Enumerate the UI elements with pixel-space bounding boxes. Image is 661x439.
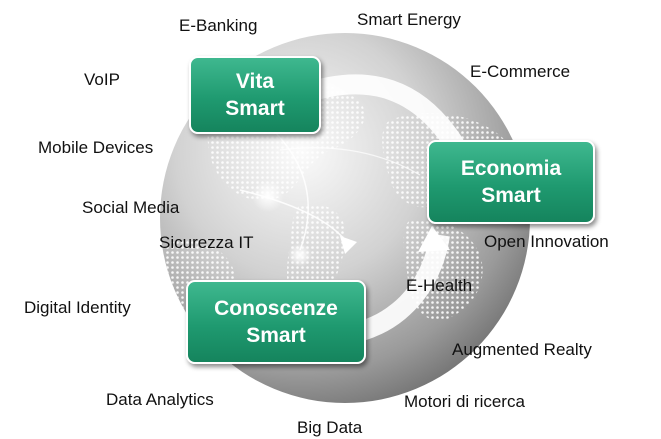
cycle-arrow-top (296, 74, 464, 151)
pillar-label-line1: Vita (235, 70, 275, 93)
term-open-innovation: Open Innovation (484, 232, 609, 251)
term-e-banking: E-Banking (179, 16, 258, 35)
pillar-label-line2: Smart (246, 324, 306, 347)
pillar-conoscenze-smart: Conoscenze Smart (186, 280, 366, 364)
cycle-arrowhead-center (340, 236, 357, 254)
term-data-analytics: Data Analytics (106, 390, 214, 409)
term-e-commerce: E-Commerce (470, 62, 571, 81)
pillar-vita-smart: Vita Smart (189, 56, 321, 134)
term-social-media: Social Media (82, 198, 180, 217)
term-augmented-realty: Augmented Realty (452, 340, 592, 359)
pillar-label-line1: Economia (460, 157, 562, 180)
term-digital-identity: Digital Identity (24, 298, 131, 317)
pillar-label-line1: Conoscenze (214, 297, 338, 320)
term-big-data: Big Data (297, 418, 363, 437)
term-mobile-devices: Mobile Devices (38, 138, 154, 157)
pillar-economia-smart: Economia Smart (427, 140, 595, 224)
pillar-label-line2: Smart (481, 184, 541, 207)
cycle-arrowhead-right (418, 226, 450, 252)
pillar-label-line2: Smart (225, 97, 285, 120)
term-e-health: E-Health (406, 276, 473, 295)
term-sicurezza-it: Sicurezza IT (159, 233, 254, 252)
term-motori-di-ricerca: Motori di ricerca (404, 392, 525, 411)
term-smart-energy: Smart Energy (357, 10, 461, 29)
term-voip: VoIP (84, 70, 120, 89)
